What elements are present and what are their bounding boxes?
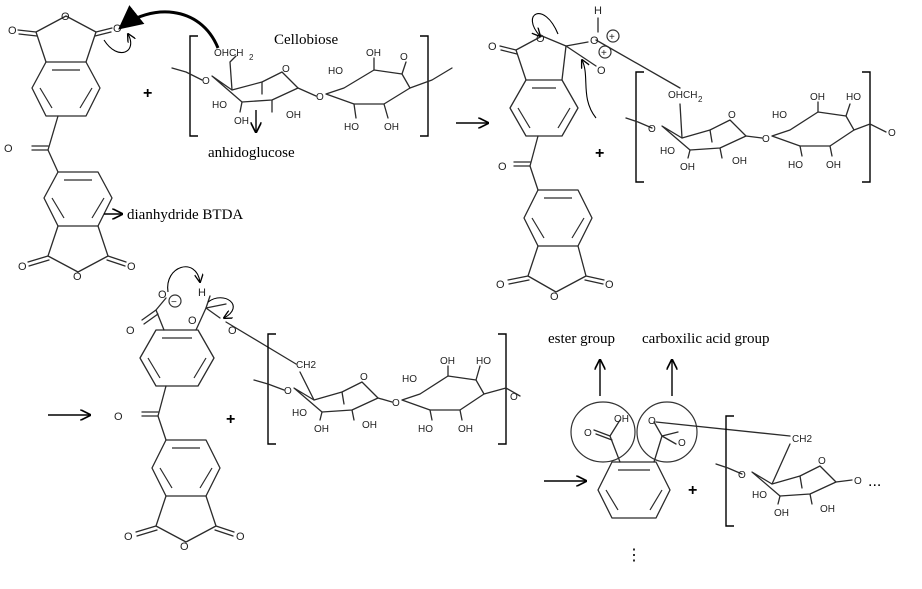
atom-ch2: CH2 xyxy=(296,360,316,371)
atom-oh: OH xyxy=(362,420,377,431)
atom-o: O xyxy=(648,124,656,135)
label-carboxylic-group: carboxilic acid group xyxy=(642,331,769,347)
atom-o: O xyxy=(4,143,13,155)
atom-h: H xyxy=(594,5,602,17)
glucose-unit-final xyxy=(715,415,853,527)
atom-o: O xyxy=(316,92,324,103)
plus-sign: + xyxy=(226,411,235,428)
atom-ho: HO xyxy=(476,356,491,367)
atom-o: O xyxy=(496,279,505,291)
atom-ho: HO xyxy=(212,100,227,111)
label-cellobiose: Cellobiose xyxy=(274,32,339,48)
atom-o: O xyxy=(605,279,614,291)
atom-o: O xyxy=(8,25,17,37)
product-molecule xyxy=(570,401,791,519)
atom-ho: HO xyxy=(846,92,861,103)
continuation-dots: ⋮ xyxy=(626,547,642,564)
atom-oh: OH xyxy=(774,508,789,519)
atom-ho: HO xyxy=(344,122,359,133)
atom-ho: HO xyxy=(788,160,803,171)
atom-o: O xyxy=(728,110,736,121)
btda-molecule-3 xyxy=(135,295,235,543)
atom-o: O xyxy=(584,428,592,439)
plus-sign: + xyxy=(595,145,604,162)
atom-oh: OH xyxy=(614,414,629,425)
atom-subscript-2: 2 xyxy=(249,53,254,62)
atom-oh: OH xyxy=(810,92,825,103)
atom-o: O xyxy=(284,386,292,397)
atom-subscript-2: 2 xyxy=(698,95,703,104)
atom-oh: OH xyxy=(286,110,301,121)
atom-o: O xyxy=(488,41,497,53)
atom-oh: OH xyxy=(384,122,399,133)
atom-oh: OH xyxy=(458,424,473,435)
cellobiose-unit-2 xyxy=(625,71,887,183)
atom-o: O xyxy=(114,411,123,423)
atom-ho: HO xyxy=(418,424,433,435)
btda-molecule-2 xyxy=(499,35,605,293)
atom-o: O xyxy=(61,11,70,23)
label-dianhydride: dianhydride BTDA xyxy=(127,207,243,223)
atom-ho: HO xyxy=(328,66,343,77)
atom-o: O xyxy=(678,438,686,449)
atom-oh: OH xyxy=(314,424,329,435)
atom-o: O xyxy=(18,261,27,273)
atom-oh: OH xyxy=(440,356,455,367)
atom-oh: OH xyxy=(234,116,249,127)
atom-o: O xyxy=(550,291,559,303)
atom-o: O xyxy=(236,531,245,543)
atom-o: O xyxy=(124,531,133,543)
atom-ho: HO xyxy=(292,408,307,419)
atom-oh: OH xyxy=(366,48,381,59)
atom-o: O xyxy=(228,325,237,337)
atom-o: O xyxy=(738,470,746,481)
atom-o: O xyxy=(282,64,290,75)
btda-molecule-1 xyxy=(17,15,127,273)
label-ester-group: ester group xyxy=(548,331,615,347)
atom-o: O xyxy=(158,289,167,301)
atom-oh: OH xyxy=(732,156,747,167)
atom-o: O xyxy=(648,416,656,427)
positive-charge: + xyxy=(601,48,607,59)
atom-ho: HO xyxy=(752,490,767,501)
atom-o: O xyxy=(202,76,210,87)
atom-oh: OH xyxy=(826,160,841,171)
atom-ho: HO xyxy=(402,374,417,385)
atom-o: O xyxy=(392,398,400,409)
atom-o: O xyxy=(188,315,197,327)
positive-charge: + xyxy=(609,32,615,43)
atom-och2: OHCH xyxy=(668,90,697,101)
atom-o: O xyxy=(180,541,189,553)
plus-sign: + xyxy=(688,482,697,499)
atom-o: O xyxy=(536,33,545,45)
cellobiose-unit-1 xyxy=(171,35,453,137)
atom-o: O xyxy=(854,476,862,487)
atom-o: O xyxy=(590,35,599,47)
atom-o: O xyxy=(360,372,368,383)
plus-sign: + xyxy=(143,85,152,102)
atom-o: O xyxy=(888,128,896,139)
atom-o: O xyxy=(597,65,606,77)
cellobiose-unit-3 xyxy=(253,333,521,445)
atom-ho: HO xyxy=(772,110,787,121)
atom-oh: OH xyxy=(680,162,695,173)
atom-o: O xyxy=(126,325,135,337)
atom-o: O xyxy=(113,23,122,35)
atom-o: O xyxy=(510,392,518,403)
atom-o: O xyxy=(498,161,507,173)
atom-ho: HO xyxy=(660,146,675,157)
atom-o: O xyxy=(762,134,770,145)
atom-o: O xyxy=(400,52,408,63)
atom-o: O xyxy=(127,261,136,273)
continuation-ellipsis: ... xyxy=(868,473,881,490)
atom-h: H xyxy=(198,287,206,299)
atom-o: O xyxy=(73,271,82,283)
label-anhidroglucose: anhidoglucose xyxy=(208,145,295,161)
atom-o: O xyxy=(818,456,826,467)
atom-oh: OH xyxy=(820,504,835,515)
negative-charge: − xyxy=(171,297,177,308)
atom-ch2: CH2 xyxy=(792,434,812,445)
atom-och2: OHCH xyxy=(214,48,243,59)
